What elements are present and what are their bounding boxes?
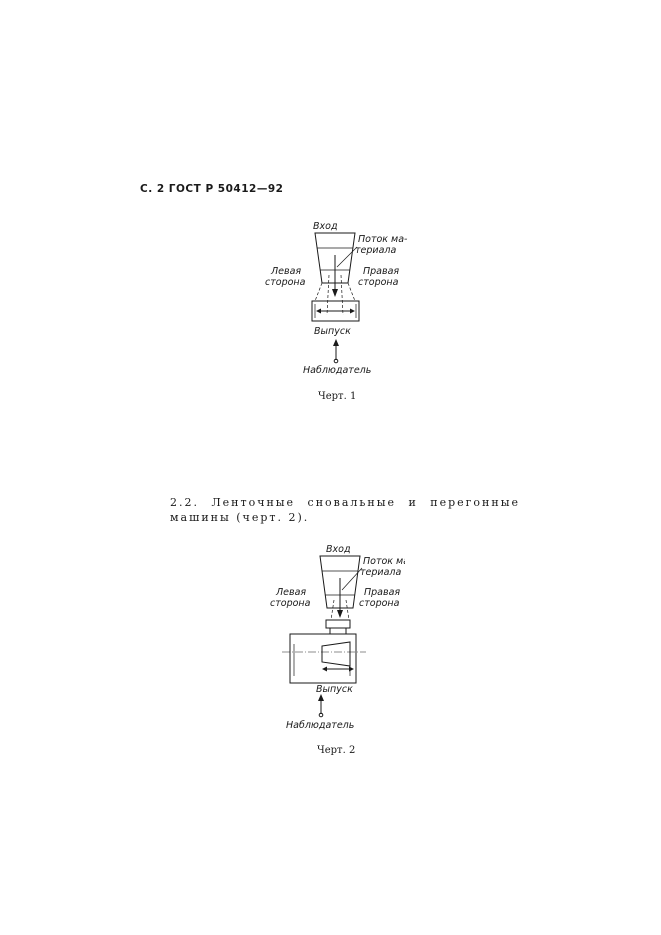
- figure-2-diagram: Вход Поток ма- териала Левая сторона Пра…: [270, 544, 405, 731]
- section-2-2-paragraph: 2.2. Ленточные сновальные и перегонные м…: [170, 496, 520, 524]
- figure-1-flow-label-1: Поток ма-: [358, 234, 408, 245]
- figure-2-flow-label-2: териала: [360, 567, 401, 578]
- figure-1-left-label-2: сторона: [265, 277, 306, 288]
- figure-1-right-label-1: Правая: [363, 266, 399, 277]
- figure-1-flow-label-2: териала: [355, 245, 396, 256]
- figure-1-outlet-box: [311, 300, 360, 322]
- figure-2-caption: Черт. 2: [317, 745, 356, 756]
- figure-1-left-label-1: Левая: [270, 266, 301, 277]
- figure-1-right-label-2: сторона: [358, 277, 399, 288]
- figure-1-observer-label: Наблюдатель: [303, 365, 371, 376]
- figure-2-right-label-1: Правая: [364, 587, 400, 598]
- figure-1-inlet-label: Вход: [313, 221, 338, 232]
- figure-1-outlet-label: Выпуск: [314, 326, 351, 337]
- figure-2-flow-label-1: Поток ма-: [363, 556, 405, 567]
- figure-2-left-label-2: сторона: [270, 598, 311, 609]
- figure-2-funnel: [319, 555, 361, 609]
- figure-1-caption: Черт. 1: [318, 391, 357, 402]
- figure-2-inlet-label: Вход: [326, 544, 351, 555]
- figure-2-outlet-box: [289, 633, 357, 684]
- figure-2-right-label-2: сторона: [359, 598, 400, 609]
- figure-1-diagram: Вход Поток ма- териала Левая сторона Пра…: [265, 221, 408, 376]
- page-header: С. 2 ГОСТ Р 50412—92: [140, 183, 284, 195]
- figure-2-left-label-1: Левая: [275, 587, 306, 598]
- figure-2-outlet-label: Выпуск: [316, 684, 353, 695]
- figure-2-observer-label: Наблюдатель: [286, 720, 354, 731]
